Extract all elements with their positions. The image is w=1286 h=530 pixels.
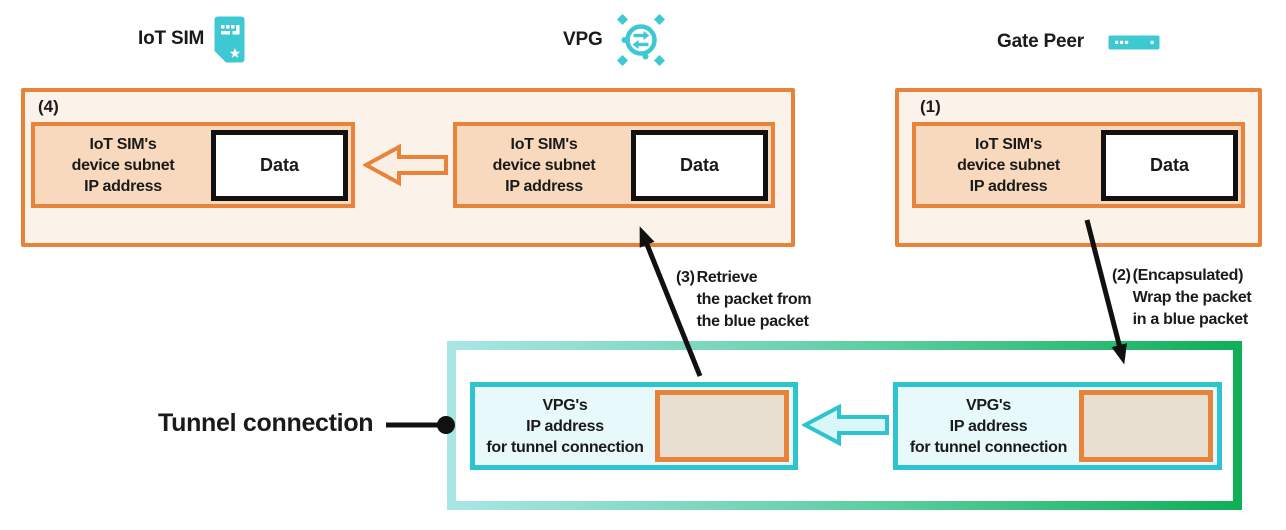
blue-packet-label: VPG's IP address for tunnel connection xyxy=(486,396,644,456)
orange-packet-label: IoT SIM's device subnet IP address xyxy=(957,135,1060,195)
tunnel-connection-box: VPG's IP address for tunnel connection V… xyxy=(447,341,1242,510)
vpg-label: VPG xyxy=(563,29,603,50)
blue-packet-vpg-side: VPG's IP address for tunnel connection xyxy=(470,382,798,470)
step2-annotation: (2) (Encapsulated) Wrap the packet in a … xyxy=(1112,265,1252,331)
step3-annotation: (3) Retrieve the packet from the blue pa… xyxy=(676,267,812,333)
blue-packet-gate-peer-side: VPG's IP address for tunnel connection xyxy=(893,382,1222,470)
orange-packet-label: IoT SIM's device subnet IP address xyxy=(71,135,175,195)
orange-packet-iot-sim: IoT SIM's device subnet IP address Data xyxy=(31,122,355,208)
router-appliance-icon xyxy=(1108,35,1160,49)
header-gate-peer: Gate Peer xyxy=(997,30,1160,54)
step4-box: (4) IoT SIM's device subnet IP address D… xyxy=(21,88,795,247)
vpg-gateway-icon xyxy=(616,14,665,66)
step4-number: (4) xyxy=(38,97,59,116)
step3-annotation-lines: Retrieve the packet from the blue packet xyxy=(696,269,812,330)
header-vpg: VPG xyxy=(563,12,666,68)
orange-left-arrow-icon xyxy=(363,143,448,187)
cyan-left-arrow-icon xyxy=(802,403,889,447)
encapsulated-packet-box xyxy=(1079,390,1213,462)
step2-annotation-lines: (Encapsulated) Wrap the packet in a blue… xyxy=(1132,267,1252,328)
encapsulated-packet-box xyxy=(655,390,789,462)
data-box: Data xyxy=(211,129,348,201)
data-box: Data xyxy=(631,129,768,201)
iot-sim-label: IoT SIM xyxy=(138,28,205,49)
step1-box: (1) IoT SIM's device subnet IP address D… xyxy=(895,88,1262,247)
sim-card-icon xyxy=(214,16,245,62)
step1-number: (1) xyxy=(920,97,941,116)
tunnel-connection-label: Tunnel connection xyxy=(158,409,374,437)
orange-packet-vpg: IoT SIM's device subnet IP address Data xyxy=(453,122,775,208)
orange-packet-label: IoT SIM's device subnet IP address xyxy=(492,135,596,195)
data-box: Data xyxy=(1101,129,1238,201)
orange-packet-gate-peer: IoT SIM's device subnet IP address Data xyxy=(912,122,1245,208)
blue-packet-label: VPG's IP address for tunnel connection xyxy=(909,396,1068,456)
gate-peer-label: Gate Peer xyxy=(997,31,1084,52)
header-iot-sim: IoT SIM xyxy=(138,15,245,63)
